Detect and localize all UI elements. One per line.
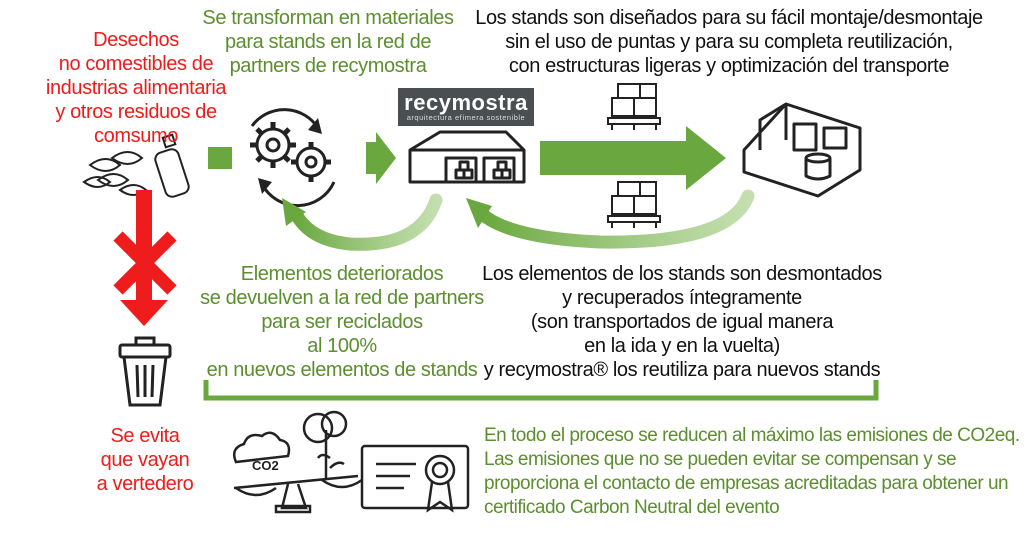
recymostra-logo: recymostra arquitectura efímera sostenib… [398,88,534,126]
return-arrow-2 [466,189,755,249]
waste-source-text: Desechos no comestibles de industrias al… [45,29,227,147]
pallet-boxes-icon [607,83,661,130]
stand-booth-icon [742,102,862,198]
trash-bin-icon [118,336,172,407]
arrow-2 [540,126,726,190]
bottom-bracket [203,380,879,401]
gears-cycle-icon [250,108,336,208]
transform-text: Se transforman en materiales para stands… [202,7,454,77]
red-cross-icon [113,190,177,326]
deteriorated-text: Elementos deteriorados se devuelven a la… [200,263,484,381]
emissions-text: En todo el proceso se reducen al máximo … [484,425,1020,518]
dismantled-text: Los elementos de los stands son desmonta… [482,263,882,381]
avoid-landfill-text: Se evita que vayan a vertedero [96,425,194,495]
logo-tagline: arquitectura efímera sostenible [406,113,526,122]
return-arrow-1 [282,193,443,251]
co2-scale-tree-icon [233,410,363,514]
design-text: Los stands son diseñados para su fácil m… [475,7,983,77]
logo-name: recymostra [404,90,528,115]
co2-label: CO2 [252,458,279,473]
arrow-1 [208,132,396,184]
certificate-icon [360,444,470,513]
pallet-boxes-icon-2 [607,181,661,228]
warehouse-icon [408,130,526,184]
